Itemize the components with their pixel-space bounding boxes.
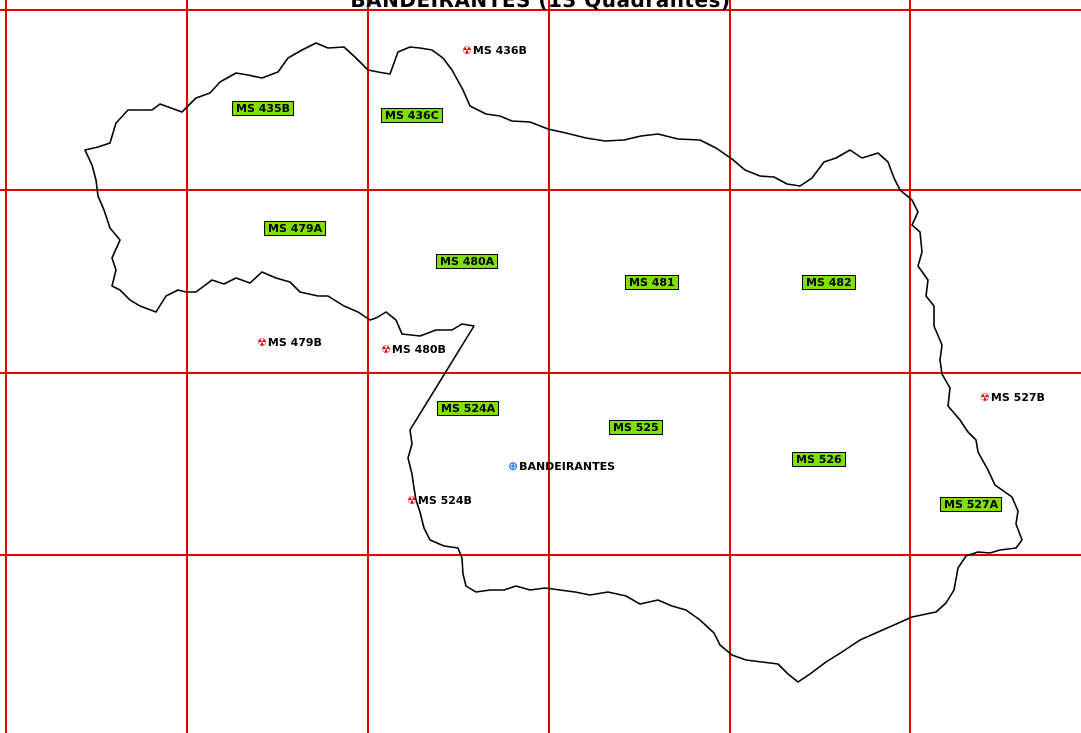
station-marker-ms-479b[interactable]: ☢MS 479B — [257, 336, 322, 349]
station-marker-ms-527b[interactable]: ☢MS 527B — [980, 391, 1045, 404]
quadrant-label-ms-481[interactable]: MS 481 — [625, 275, 679, 290]
quadrant-label-ms-480a[interactable]: MS 480A — [436, 254, 499, 269]
station-marker-ms-480b[interactable]: ☢MS 480B — [381, 343, 446, 356]
station-icon: ☢ — [257, 336, 267, 349]
city-marker-icon: ⊕ — [508, 459, 519, 473]
quadrant-label-ms-526[interactable]: MS 526 — [792, 452, 846, 467]
station-icon: ☢ — [980, 391, 990, 404]
quadrant-label-ms-525[interactable]: MS 525 — [609, 420, 663, 435]
municipality-boundary — [84, 42, 1023, 683]
station-label: MS 527B — [990, 391, 1045, 404]
station-icon: ☢ — [381, 343, 391, 356]
station-label: MS 479B — [267, 336, 322, 349]
station-icon: ☢ — [462, 44, 472, 57]
station-label: MS 524B — [417, 494, 472, 507]
quadrant-label-ms-524a[interactable]: MS 524A — [437, 401, 500, 416]
city-label: BANDEIRANTES — [519, 460, 616, 473]
quadrant-label-ms-527a[interactable]: MS 527A — [940, 497, 1003, 512]
quadrant-label-ms-435b[interactable]: MS 435B — [232, 101, 295, 116]
city-marker-bandeirantes[interactable]: ⊕BANDEIRANTES — [508, 459, 616, 474]
quadrant-label-ms-436c[interactable]: MS 436C — [381, 108, 443, 123]
quadrant-label-ms-482[interactable]: MS 482 — [802, 275, 856, 290]
station-marker-ms-524b[interactable]: ☢MS 524B — [407, 494, 472, 507]
station-marker-ms-436b[interactable]: ☢MS 436B — [462, 44, 527, 57]
map-title: BANDEIRANTES (13 Quadrantes) — [350, 0, 731, 12]
station-label: MS 436B — [472, 44, 527, 57]
quadrant-label-ms-479a[interactable]: MS 479A — [264, 221, 327, 236]
station-icon: ☢ — [407, 494, 417, 507]
station-label: MS 480B — [391, 343, 446, 356]
